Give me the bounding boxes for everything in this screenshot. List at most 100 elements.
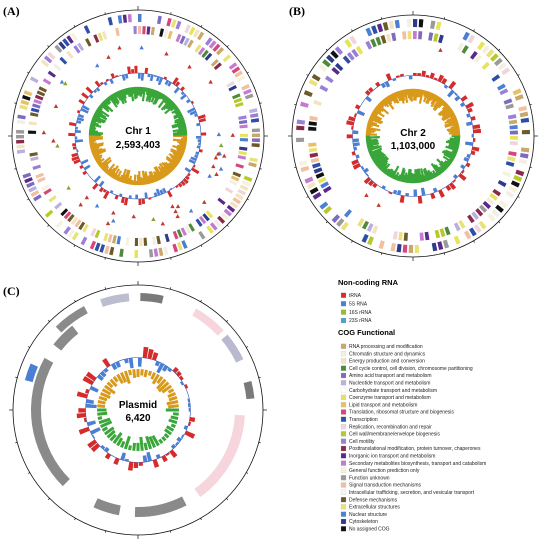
gc-skew-spike <box>90 147 100 153</box>
gene-mark <box>209 222 218 231</box>
gc-skew-spike <box>159 170 165 179</box>
gene-mark <box>467 34 476 44</box>
gc-content-bar <box>465 162 471 168</box>
gene-mark <box>63 226 71 235</box>
gc-skew-spike <box>148 171 155 184</box>
gc-skew-spike <box>377 103 390 115</box>
gene-block <box>140 293 164 304</box>
center-disc <box>379 102 447 170</box>
gc-skew-spike <box>146 175 151 184</box>
gene-mark <box>226 81 235 88</box>
gc-skew-spike <box>94 156 103 162</box>
gc-skew-spike <box>151 91 161 107</box>
gc-skew-spike <box>432 164 442 175</box>
gc-content-bar <box>72 143 76 147</box>
gc-skew-spike <box>451 150 458 155</box>
gc-skew-spike <box>97 404 106 409</box>
gc-skew-spike <box>167 388 175 394</box>
gene-mark <box>107 16 113 26</box>
gene-mark <box>388 20 395 30</box>
gene-mark <box>419 232 424 241</box>
gc-skew-spike <box>113 174 119 180</box>
gc-content-bar <box>162 364 169 372</box>
gc-skew-spike <box>118 174 124 182</box>
gc-skew-spike <box>101 101 114 113</box>
gc-skew-spike <box>371 152 385 161</box>
gc-content-bar <box>187 107 196 114</box>
gc-content-bar <box>466 113 471 118</box>
legend-label: Secondary metabolites biosynthesis, tran… <box>349 461 486 467</box>
gc-content-bar <box>149 74 154 82</box>
legend-label: Coenzyme transport and metabolism <box>349 395 431 401</box>
gene-mark <box>208 40 217 49</box>
gene-mark <box>139 237 143 246</box>
tick-mark <box>306 74 309 76</box>
gc-skew-spike <box>402 174 406 183</box>
gc-content-bar <box>81 104 90 111</box>
gc-skew-spike <box>92 116 105 124</box>
gc-content-bar <box>460 95 468 102</box>
gc-skew-spike <box>123 169 130 184</box>
rna-marker <box>188 208 194 213</box>
gc-content-bar <box>77 117 85 122</box>
gc-skew-spike <box>376 104 385 113</box>
tick-mark <box>226 224 229 227</box>
center-disc <box>102 100 174 172</box>
gc-skew-spike <box>443 161 450 168</box>
gene-mark <box>201 49 209 58</box>
gene-mark <box>181 240 188 249</box>
panel-b-rings <box>288 11 538 261</box>
gc-skew-spike <box>173 111 182 118</box>
gene-mark <box>508 151 517 157</box>
gene-mark <box>187 39 194 49</box>
tick-mark <box>26 71 30 74</box>
gene-mark <box>60 208 69 217</box>
gc-skew-spike <box>126 177 131 185</box>
gene-mark <box>164 233 170 243</box>
legend-label: Intracellular trafficking, secretion, an… <box>349 490 475 496</box>
center-disc <box>111 383 165 437</box>
gene-mark <box>310 157 320 164</box>
gc-skew-spike <box>373 153 387 164</box>
gene-mark <box>485 49 495 58</box>
gc-skew-spike <box>414 169 418 184</box>
gc-skew-spike <box>452 123 460 128</box>
gene-mark <box>414 244 420 253</box>
gc-content-bar <box>182 178 189 184</box>
gene-mark <box>172 230 179 240</box>
gene-mark <box>501 67 511 76</box>
gc-skew-spike <box>423 90 429 103</box>
legend-label: General function prediction only <box>349 468 420 474</box>
gene-mark <box>204 52 213 61</box>
legend-label: No assigned COG <box>349 527 390 533</box>
gc-content-bar <box>85 403 97 409</box>
gc-skew-spike <box>89 129 99 133</box>
gene-mark <box>30 156 39 162</box>
gene-mark <box>471 211 480 220</box>
gene-mark <box>192 29 200 38</box>
gene-mark <box>47 51 56 60</box>
gc-content-bar <box>392 78 397 82</box>
gene-mark <box>167 30 173 40</box>
gene-mark <box>309 115 318 121</box>
gc-content-bar <box>175 370 182 377</box>
gc-skew-spike <box>163 162 173 173</box>
gc-skew-spike <box>176 140 187 144</box>
gc-content-bar <box>445 184 452 192</box>
gene-mark <box>166 17 172 27</box>
gene-mark <box>184 24 191 34</box>
legend-swatch <box>340 309 347 315</box>
gc-skew-spike <box>366 126 382 132</box>
gene-mark <box>330 50 339 59</box>
gene-mark <box>74 219 82 228</box>
gene-mark <box>509 130 518 135</box>
tick-mark <box>14 168 17 170</box>
gene-mark <box>232 93 241 100</box>
gc-content-bar <box>82 170 88 176</box>
gene-mark <box>213 219 222 228</box>
rna-marker <box>208 79 213 84</box>
gene-mark <box>16 149 26 154</box>
gc-skew-spike <box>367 120 378 126</box>
gene-mark <box>313 167 323 174</box>
